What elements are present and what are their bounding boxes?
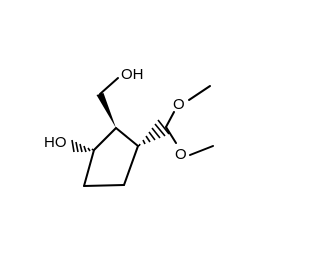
atom-label-o-lower: O (175, 146, 187, 163)
structure-diagram: OH HO O O (44, 66, 214, 187)
acetal-bonds (165, 85, 214, 156)
atom-label-o-upper: O (173, 96, 185, 113)
atom-label-oh: OH (121, 66, 144, 83)
hashed-bond-acetal (138, 119, 170, 147)
bond-ch2-oh (99, 77, 119, 95)
cyclopentane-ring (83, 127, 139, 187)
bond-acetal-o-lower (165, 126, 177, 144)
bond-o-upper-methyl (188, 85, 211, 101)
molecule-drawing: OH HO O O (44, 66, 214, 187)
ring-bond-c1-c2 (93, 127, 117, 151)
ring-bond-c4-c5 (83, 184, 125, 187)
bond-acetal-o-upper (165, 111, 175, 128)
bond-o-lower-methyl (189, 145, 214, 156)
atom-label-ho: HO (44, 134, 67, 151)
wedge-bond-ch2 (96, 93, 116, 128)
ring-bond-c3-c4 (123, 145, 139, 186)
ring-bond-c2-c3 (115, 127, 139, 147)
hashed-bond-ring-oh (71, 139, 94, 153)
ring-bond-c5-c1 (83, 149, 95, 187)
